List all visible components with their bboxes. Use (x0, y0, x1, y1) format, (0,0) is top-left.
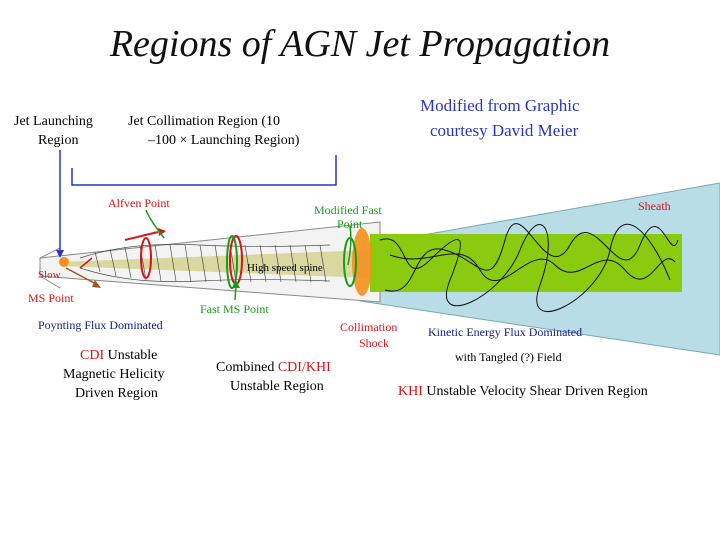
modified-fast-point-label: Modified Fast (314, 203, 382, 217)
cdi-term: CDI (80, 348, 105, 363)
collimation-shock-flare (352, 228, 372, 296)
cdi-region-line1: CDI Unstable (80, 348, 157, 364)
slow-label: Slow (38, 269, 61, 281)
collimation-shock-label: Collimation (340, 320, 398, 334)
tangled-field-label: with Tangled (?) Field (455, 350, 562, 364)
alfven-point-label: Alfven Point (108, 196, 170, 210)
launching-label-line1: Jet Launching (14, 114, 93, 129)
cdi-region-line3: Driven Region (75, 386, 158, 401)
combined-cdi-khi: CDI/KHI (277, 360, 331, 375)
combined-region-line1: Combined CDI/KHI (216, 360, 331, 376)
ms-point-label: MS Point (28, 291, 74, 305)
collimation-label-line2: –100 × Launching Region) (148, 133, 300, 148)
page-title: Regions of AGN Jet Propagation (109, 23, 611, 65)
cdi-region-line2: Magnetic Helicity (63, 367, 165, 382)
combined-region-line2: Unstable Region (230, 379, 324, 394)
collimation-label-line1: Jet Collimation Region (10 (128, 114, 281, 129)
credit-line2: courtesy David Meier (430, 121, 579, 140)
launching-point-dot (59, 257, 69, 267)
combined-prefix: Combined (216, 360, 278, 375)
modified-fast-point-label-2: Point (337, 217, 363, 231)
high-speed-spine-label: High speed spine (247, 262, 323, 274)
kinetic-flux-label: Kinetic Energy Flux Dominated (428, 325, 583, 339)
tangled-field (379, 223, 679, 312)
khi-term: KHI (398, 384, 423, 399)
cdi-region-line1-rest: Unstable (104, 348, 158, 363)
khi-region-label: KHI Unstable Velocity Shear Driven Regio… (398, 384, 648, 400)
green-jet-region (370, 234, 682, 292)
fast-ms-point-label: Fast MS Point (200, 302, 269, 316)
credit-line1: Modified from Graphic (420, 96, 580, 115)
helical-coils (79, 244, 331, 283)
khi-region-rest: Unstable Velocity Shear Driven Region (422, 384, 648, 399)
sheath-label: Sheath (638, 199, 671, 213)
launching-label-line2: Region (38, 133, 79, 148)
poynting-flux-label: Poynting Flux Dominated (38, 318, 163, 332)
collimation-shock-label-2: Shock (359, 336, 389, 350)
red-loop-1 (140, 237, 152, 279)
